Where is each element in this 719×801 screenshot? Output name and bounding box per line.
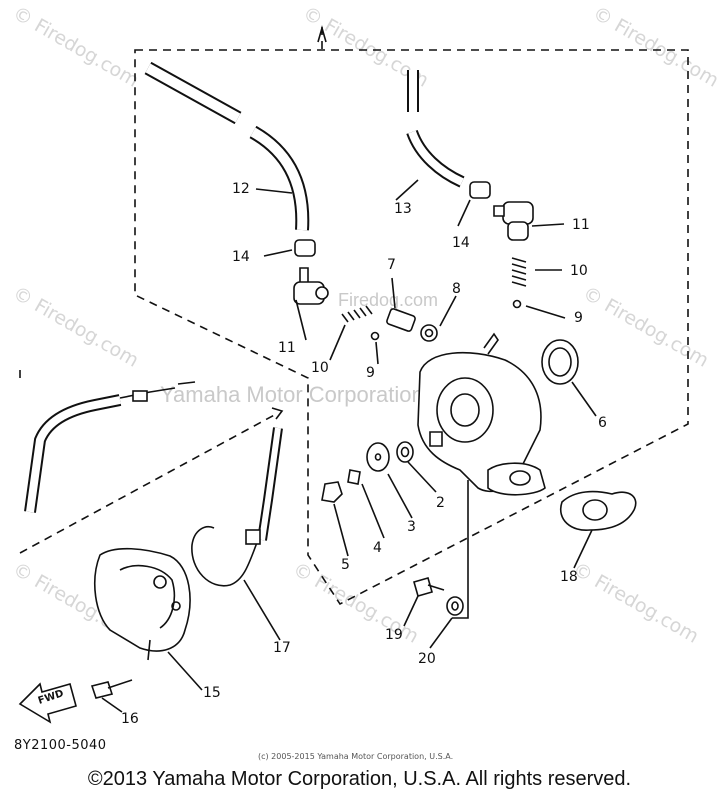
callout-10: 10	[570, 263, 588, 279]
callout-18: 18	[560, 569, 578, 585]
callout-19: 19	[385, 627, 403, 643]
callout-13: 13	[394, 201, 412, 217]
callout-12: 12	[232, 181, 250, 197]
callout-17: 17	[273, 640, 291, 656]
copyright-footer: ©2013 Yamaha Motor Corporation, U.S.A. A…	[87, 768, 632, 790]
watermark-partial: Firedog.com	[338, 290, 439, 310]
callout-4: 4	[373, 540, 382, 556]
callout-9: 9	[366, 365, 375, 381]
callout-7: 7	[387, 257, 396, 273]
callout-20: 20	[418, 651, 436, 667]
callout-11: 11	[572, 217, 590, 233]
callout-16: 16	[121, 711, 139, 727]
callout-14: 14	[232, 249, 250, 265]
callout-8: 8	[452, 281, 461, 297]
watermark-center: Yamaha Motor Corporation	[160, 382, 424, 407]
callout-9: 9	[574, 310, 583, 326]
callout-6: 6	[598, 415, 607, 431]
callout-2: 2	[436, 495, 445, 511]
callout-11: 11	[278, 340, 296, 356]
small-copyright: (c) 2005-2015 Yamaha Motor Corporation, …	[258, 752, 454, 761]
callout-14: 14	[452, 235, 470, 251]
drawing-code: 8Y2100-5040	[14, 738, 107, 753]
callout-3: 3	[407, 519, 416, 535]
callout-15: 15	[203, 685, 221, 701]
callout-10: 10	[311, 360, 329, 376]
callout-5: 5	[341, 557, 350, 573]
